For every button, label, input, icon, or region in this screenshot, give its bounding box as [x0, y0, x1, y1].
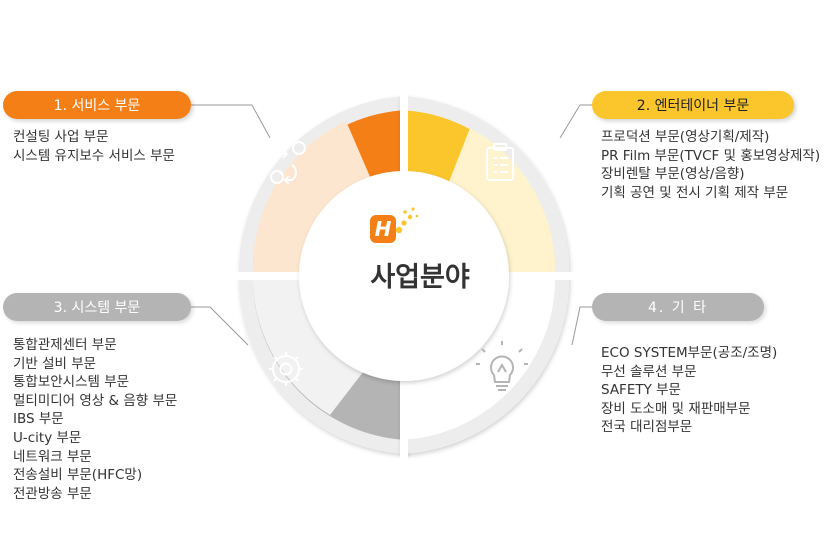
entertainer-item-list: 프로덕션 부문(영상기획/제작) PR Film 부문(TVCF 및 홍보영상제…	[601, 128, 820, 202]
list-item: 장비 도소매 및 재판매부문	[601, 400, 751, 417]
section-label-entertainer: 2. 엔터테이너 부문	[592, 91, 794, 119]
list-item: 기획 공연 및 전시 기획 제작 부문	[601, 184, 789, 201]
center-title: 사업분야	[370, 262, 470, 293]
section-label-etc: 4. 기 타	[592, 293, 764, 321]
list-item: 시스템 유지보수 서비스 부문	[13, 147, 175, 164]
svg-text:H: H	[375, 217, 392, 241]
list-item: 멀티미디어 영상 & 음향 부문	[13, 392, 178, 409]
connector-line-2	[559, 104, 592, 139]
system-item-list: 통합관제센터 부문 기반 설비 부문 통합보안시스템 부문 멀티미디어 영상 &…	[13, 336, 177, 503]
list-item: 통합관제센터 부문	[13, 337, 117, 353]
service-item-list: 컨설팅 사업 부문 시스템 유지보수 서비스 부문	[13, 128, 175, 165]
list-item: U-city 부문	[13, 429, 82, 446]
list-item: 장비렌탈 부문(영상/음향)	[601, 166, 745, 183]
list-item: 컨설팅 사업 부문	[13, 129, 109, 145]
list-item: 통합보안시스템 부문	[13, 374, 130, 391]
gear-icon	[269, 352, 303, 386]
list-item: 전관방송 부문	[13, 485, 92, 502]
list-item: 전국 대리점부문	[601, 419, 693, 436]
list-item: 무선 솔루션 부문	[601, 363, 697, 380]
exchange-arrows-icon	[270, 141, 306, 185]
lightbulb-icon	[476, 341, 528, 391]
connector-line-3	[191, 306, 249, 346]
list-item: 프로덕션 부문(영상기획/제작)	[601, 129, 770, 145]
list-item: 전송설비 부문(HFC망)	[13, 467, 143, 484]
section-label-service: 1. 서비스 부문	[3, 91, 191, 119]
clipboard-icon	[486, 143, 514, 181]
h-logo-icon: H	[370, 207, 419, 243]
connector-line-1	[191, 104, 271, 139]
etc-item-list: ECO SYSTEM부문(공조/조명) 무선 솔루션 부문 SAFETY 부문 …	[601, 344, 777, 437]
list-item: PR Film 부문(TVCF 및 홍보영상제작)	[601, 147, 821, 164]
list-item: IBS 부문	[13, 411, 64, 428]
center-circle	[299, 171, 509, 381]
list-item: 기반 설비 부문	[13, 355, 97, 372]
list-item: 네트워크 부문	[13, 448, 92, 465]
list-item: SAFETY 부문	[601, 382, 681, 399]
connector-line-4	[571, 306, 592, 346]
section-label-system: 3. 시스템 부문	[3, 293, 191, 321]
list-item: ECO SYSTEM부문(공조/조명)	[601, 345, 778, 361]
